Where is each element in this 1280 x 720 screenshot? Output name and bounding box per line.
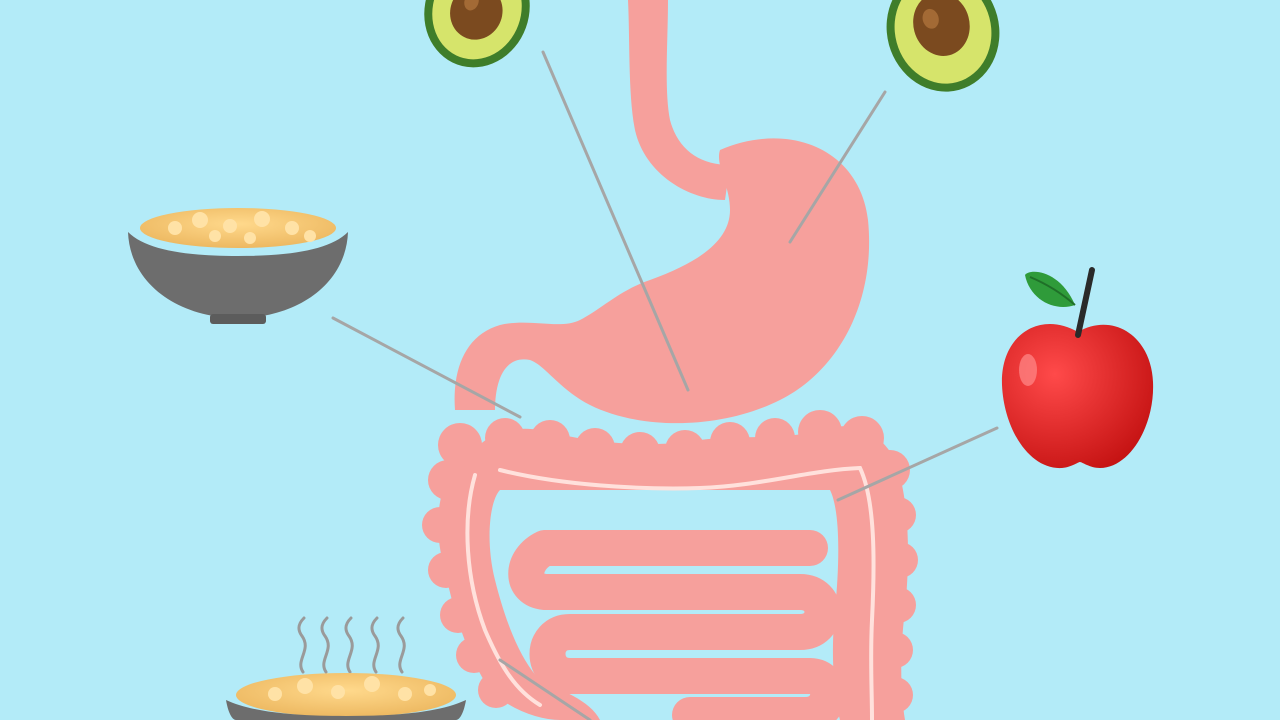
leader-line-avocado-left xyxy=(541,50,690,392)
small-intestine xyxy=(508,530,847,720)
hot-oatmeal-bowl-icon xyxy=(226,616,466,720)
stomach xyxy=(454,138,870,424)
apple-icon xyxy=(1001,267,1154,469)
leader-line-apple xyxy=(836,426,999,502)
large-intestine xyxy=(422,410,918,720)
leader-line-hot-oat-bowl xyxy=(498,658,592,720)
digestive-organs xyxy=(422,0,918,720)
colon-highlight xyxy=(465,465,876,720)
avocado-icon xyxy=(424,0,530,68)
leader-lines xyxy=(331,50,999,720)
colon-haustra xyxy=(422,410,918,713)
esophagus xyxy=(628,0,730,200)
steam-icon xyxy=(297,616,406,674)
leader-line-avocado-right xyxy=(788,90,887,244)
leader-line-oat-bowl xyxy=(331,316,522,419)
oatmeal-bowl-icon xyxy=(128,208,348,324)
avocado-icon xyxy=(886,0,1000,92)
